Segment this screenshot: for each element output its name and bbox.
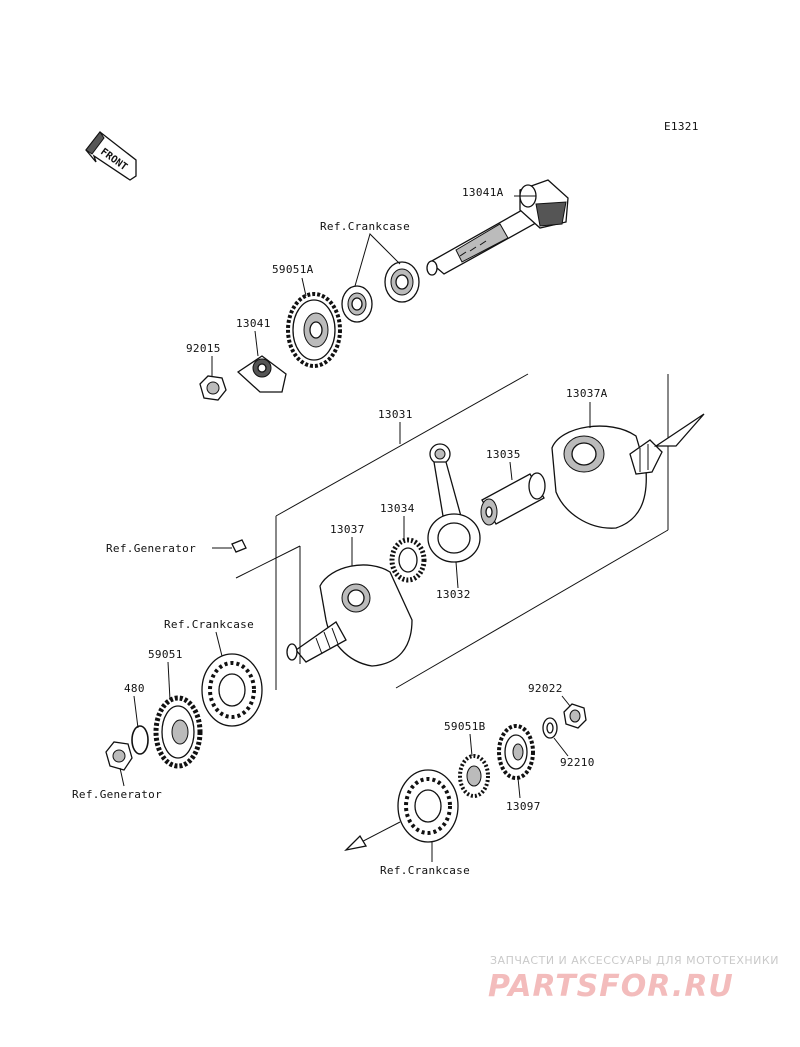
label-13034: 13034 [380, 502, 415, 515]
crank-half-13037A [551, 413, 705, 529]
label-59051: 59051 [148, 648, 183, 661]
crank-half-13037 [286, 564, 413, 667]
needle-bearing-13034 [389, 537, 427, 583]
label-13041: 13041 [236, 317, 271, 330]
front-arrow-icon: FRONT [85, 131, 137, 181]
crankshaft-group-outline [275, 373, 669, 690]
label-480: 480 [124, 682, 145, 695]
label-13031: 13031 [378, 408, 413, 421]
balancer-weight-13041 [236, 355, 287, 393]
label-13037: 13037 [330, 523, 365, 536]
label-13037A: 13037A [566, 387, 608, 400]
crank-pin-13035 [480, 472, 546, 526]
label-13041A: 13041A [462, 186, 504, 199]
washer-92210 [542, 717, 558, 739]
balancer-shaft-13041A [426, 179, 569, 276]
watermark-brand: PARTSFOR.RU [488, 969, 734, 1004]
label-13097: 13097 [506, 800, 541, 813]
ref-crankcase-left: Ref.Crankcase [164, 618, 254, 631]
diagram-code: E1321 [664, 120, 699, 133]
watermark-tagline: ЗАПЧАСТИ И АКСЕССУАРЫ ДЛЯ МОТОТЕХНИКИ [490, 954, 779, 967]
bearing-upper-left [341, 285, 373, 323]
nut-92015 [199, 375, 227, 401]
label-59051A: 59051A [272, 263, 314, 276]
ref-generator-bottom: Ref.Generator [72, 788, 162, 801]
gear-59051B [458, 754, 490, 798]
connecting-rod-13032 [427, 443, 481, 563]
label-92022: 92022 [528, 682, 563, 695]
bearing-upper-right [384, 261, 420, 303]
label-13032: 13032 [436, 588, 471, 601]
bearing-bottom [397, 769, 459, 843]
nut-92022 [563, 703, 587, 729]
label-13035: 13035 [486, 448, 521, 461]
bearing-left [201, 653, 263, 727]
ref-generator-mid: Ref.Generator [106, 542, 196, 555]
gear-59051 [153, 695, 203, 769]
label-92015: 92015 [186, 342, 221, 355]
label-59051B: 59051B [444, 720, 486, 733]
ref-crankcase-top: Ref.Crankcase [320, 220, 410, 233]
nut-generator [105, 741, 133, 771]
circlip-480 [131, 725, 149, 755]
gear-59051A [286, 292, 342, 368]
ref-crankcase-bottom: Ref.Crankcase [380, 864, 470, 877]
gear-13097 [497, 724, 535, 780]
label-92210: 92210 [560, 756, 595, 769]
